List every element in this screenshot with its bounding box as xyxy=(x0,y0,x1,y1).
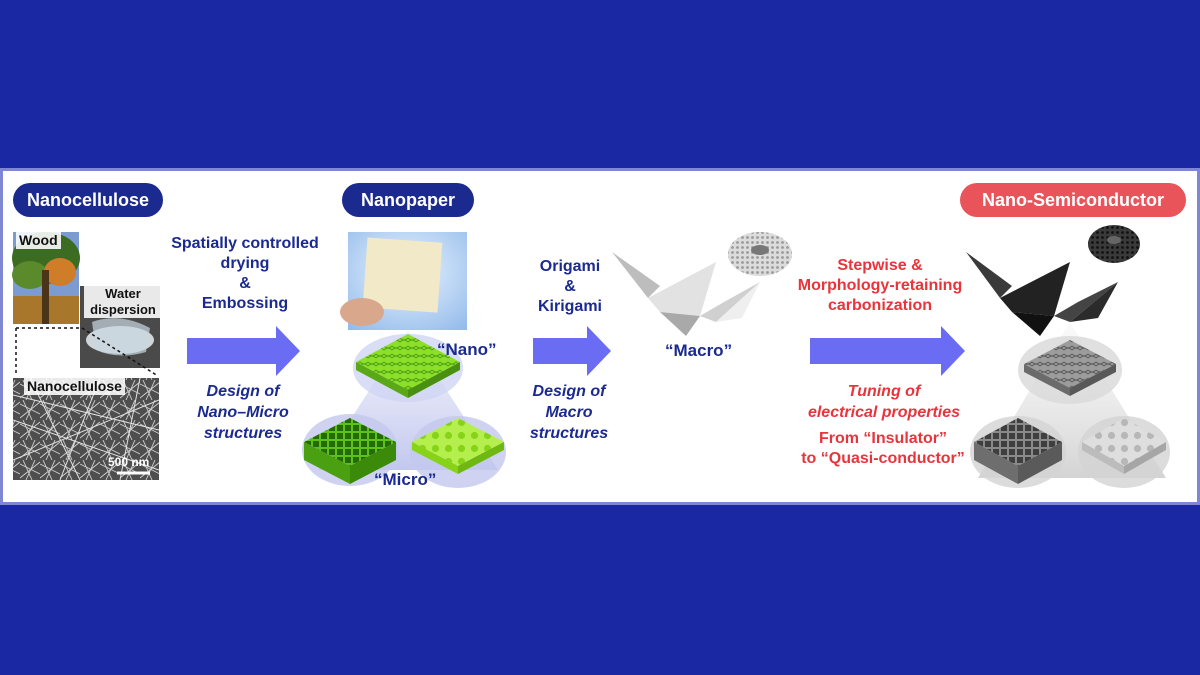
arrow-1 xyxy=(187,326,300,376)
step2-design: Design of Macro structures xyxy=(516,381,622,444)
micro-structure-pillars xyxy=(304,418,396,484)
step3-range-line-1: From “Insulator” xyxy=(818,430,947,447)
step3-process-line-2: Morphology-retaining xyxy=(797,277,963,294)
step2-process-line-2: & xyxy=(564,278,576,295)
carbon-micro-pillars xyxy=(974,418,1062,484)
nanopaper-title: Nanopaper xyxy=(342,183,474,217)
nano-semiconductor-title: Nano-Semiconductor xyxy=(960,183,1186,217)
step2-design-line-2: Macro xyxy=(545,404,593,421)
arrow-3 xyxy=(810,326,965,376)
carbon-nano-structure xyxy=(1024,340,1116,396)
micro-label: “Micro” xyxy=(374,470,437,489)
water-dispersion-label: Water dispersion xyxy=(84,286,162,318)
scale-bar-label: 500 nm xyxy=(108,455,150,469)
step3-range-line-2: to “Quasi-conductor” xyxy=(801,450,965,467)
step3-range: From “Insulator” to “Quasi-conductor” xyxy=(776,429,990,469)
arrow-2 xyxy=(533,326,611,376)
step1-process: Spatially controlled drying & Embossing xyxy=(160,234,330,314)
sem-label: Nanocellulose xyxy=(24,378,125,395)
step2-design-line-1: Design of xyxy=(532,383,606,400)
step1-process-line-4: Embossing xyxy=(201,295,289,312)
step3-tuning-line-2: electrical properties xyxy=(807,404,961,421)
nano-structure xyxy=(356,334,460,398)
carbon-donut xyxy=(1088,225,1140,263)
step1-process-line-1: Spatially controlled xyxy=(171,235,319,252)
macro-donut xyxy=(728,232,792,276)
step1-process-line-3: & xyxy=(239,275,251,292)
step2-design-line-3: structures xyxy=(529,425,609,442)
nano-label: “Nano” xyxy=(437,340,497,359)
step1-design-line-1: Design of xyxy=(206,383,280,400)
step3-tuning: Tuning of electrical properties xyxy=(790,381,978,423)
step1-design-line-3: structures xyxy=(203,425,283,442)
step2-process-line-3: Kirigami xyxy=(537,298,602,315)
wood-label: Wood xyxy=(16,232,61,249)
step1-process-line-2: drying xyxy=(220,255,270,272)
step3-process: Stepwise & Morphology-retaining carboniz… xyxy=(780,256,980,316)
carbon-crane xyxy=(966,252,1118,336)
micro-structure-dots xyxy=(412,418,504,474)
zoom-connector xyxy=(15,327,159,377)
paper-crane xyxy=(612,252,760,336)
nanopaper-photo xyxy=(340,232,467,330)
macro-label: “Macro” xyxy=(665,341,733,360)
step2-process-line-1: Origami xyxy=(539,258,601,275)
sem-image xyxy=(13,378,159,480)
step1-design-line-2: Nano–Micro xyxy=(197,404,289,421)
nanocellulose-title: Nanocellulose xyxy=(13,183,163,217)
step3-tuning-line-1: Tuning of xyxy=(847,383,921,400)
carbon-micro-dots xyxy=(1082,418,1166,474)
step3-process-line-1: Stepwise & xyxy=(837,257,923,274)
step1-design: Design of Nano–Micro structures xyxy=(168,381,318,444)
step3-process-line-3: carbonization xyxy=(827,297,932,314)
step2-process: Origami & Kirigami xyxy=(520,257,620,317)
